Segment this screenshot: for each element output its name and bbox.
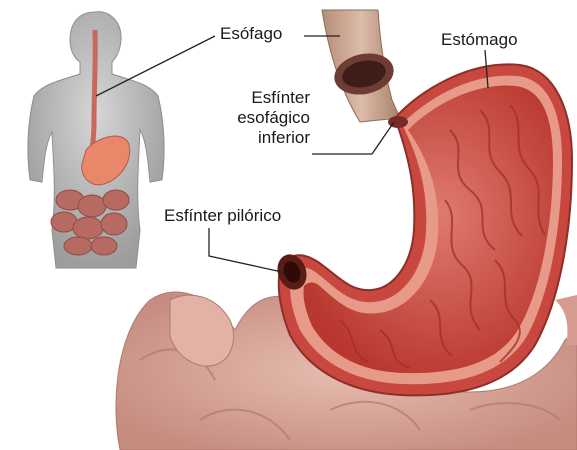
label-esfinter-esofagico-line1: Esfínter [210,88,310,108]
label-esfinter-esofagico-line3: inferior [210,128,310,148]
leader-line-esfinter-esofagico [312,122,394,154]
leader-line-esfinter-pilorico [209,228,282,272]
esophagus [322,10,400,122]
label-esofago: Esófago [220,24,282,44]
label-esfinter-esofagico: Esfínter esofágico inferior [210,88,310,148]
stomach [273,64,572,395]
label-estomago: Estómago [441,30,518,50]
label-esfinter-esofagico-line2: esofágico [210,108,310,128]
label-esfinter-pilorico: Esfínter pilórico [164,206,281,226]
